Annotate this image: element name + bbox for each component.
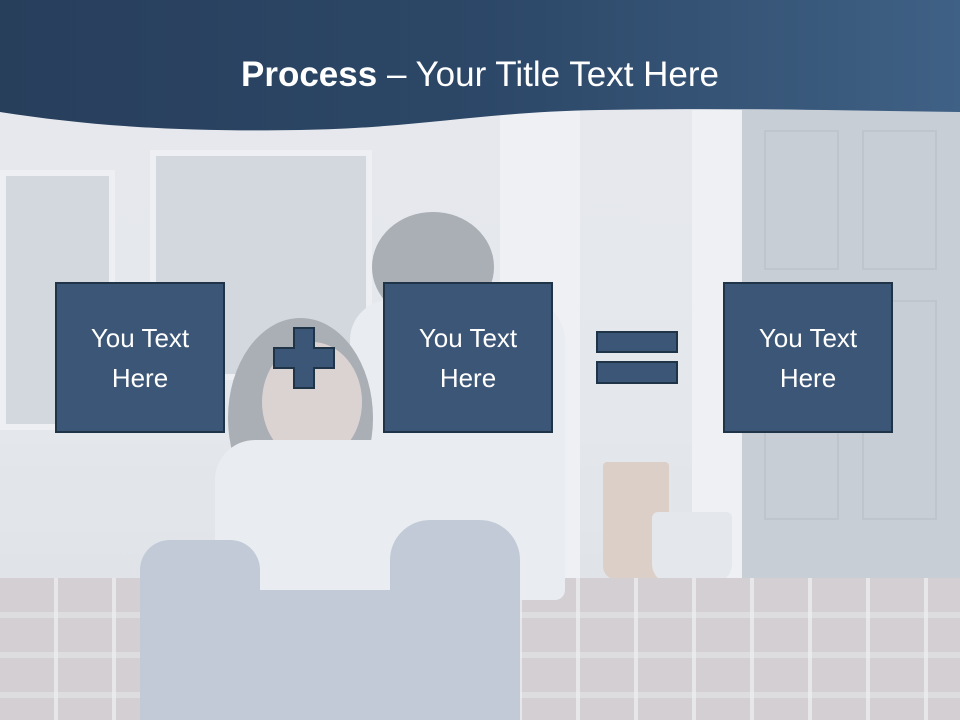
equals-icon [596,331,678,385]
process-box-label: You Text Here [418,322,518,393]
banner-shape [0,0,960,131]
plus-icon [272,326,336,390]
process-box-2[interactable]: You Text Here [383,282,553,433]
man-jeans [390,520,520,720]
title-bold: Process [241,55,378,94]
process-box-3[interactable]: You Text Here [723,282,893,433]
page-title: Process – Your Title Text Here [0,54,960,96]
process-box-label: You Text Here [758,322,858,393]
title-rest: – Your Title Text Here [377,55,719,94]
flower-pot [652,512,732,584]
process-box-label: You Text Here [90,322,190,393]
process-box-1[interactable]: You Text Here [55,282,225,433]
title-banner: Process – Your Title Text Here [0,0,960,140]
